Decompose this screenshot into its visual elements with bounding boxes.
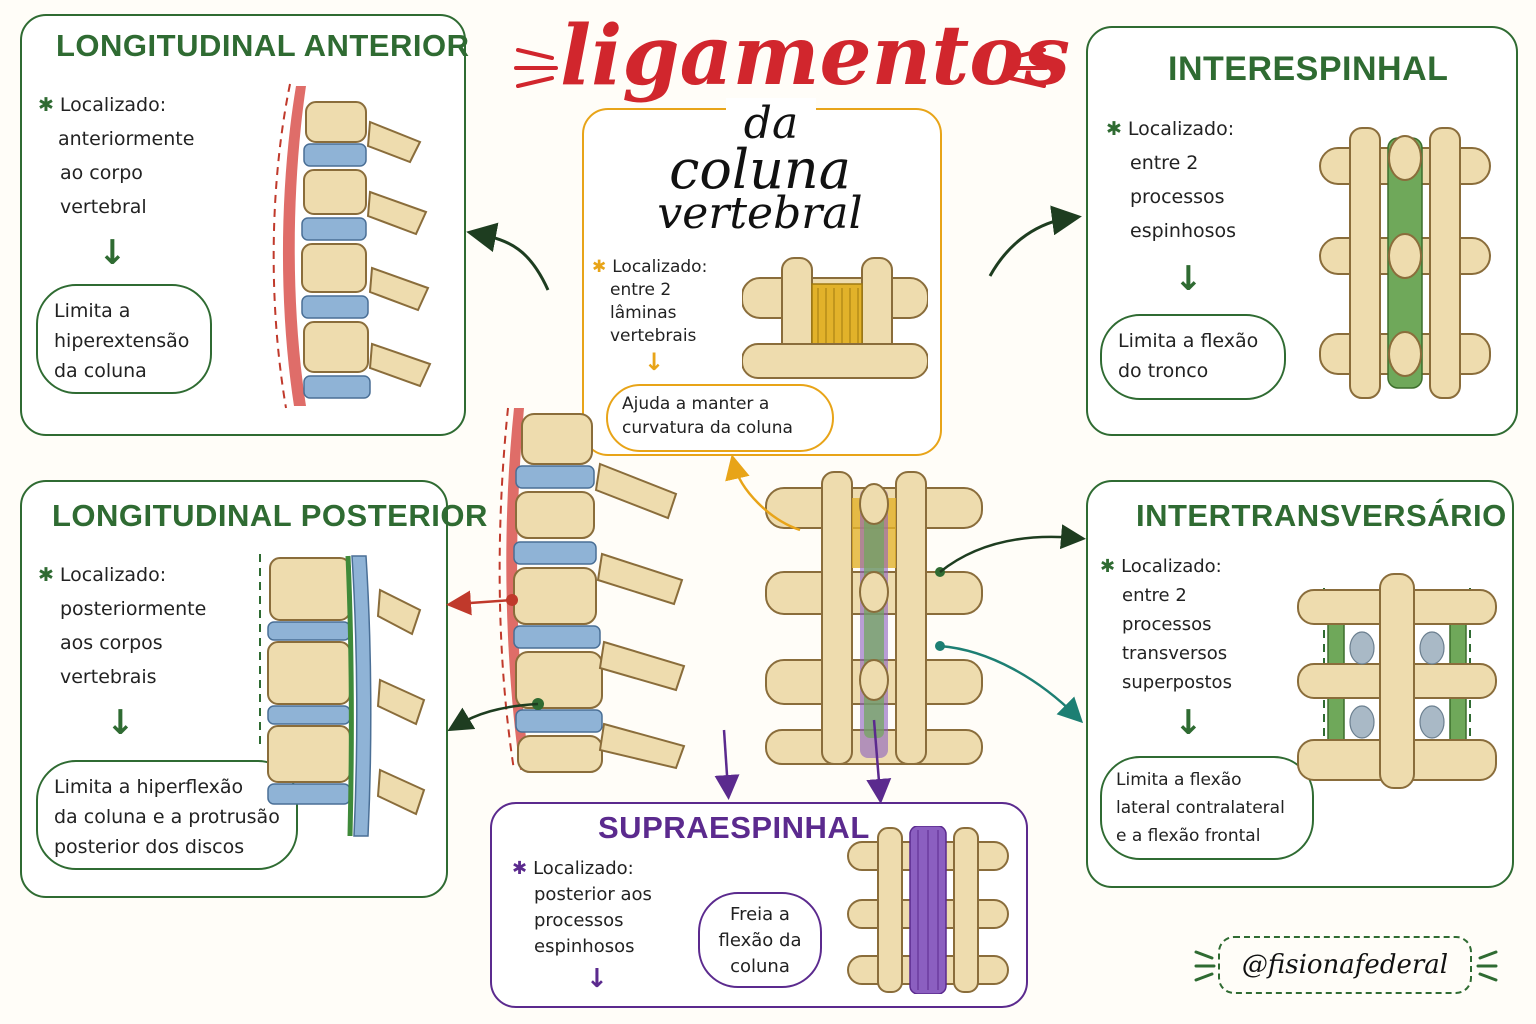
handle-dash-right-icon — [1476, 950, 1498, 982]
supraespinhal-loc-1: posterior aos — [534, 884, 652, 905]
amarelo-loc-2: lâminas — [610, 303, 677, 323]
supraespinhal-loc-label: Localizado: — [533, 858, 634, 879]
intertransversario-loc-1: entre 2 — [1122, 585, 1187, 606]
amarelo-loc-3: vertebrais — [610, 326, 697, 346]
asterisk-icon: ✱ — [1100, 556, 1116, 577]
interespinhal-effect-cloud: Limita a flexão do tronco — [1100, 314, 1286, 400]
arrow-down-icon: ↓ — [586, 964, 608, 994]
asterisk-icon: ✱ — [38, 564, 54, 586]
anterior-effect-2: hiperextensão — [54, 330, 190, 352]
intertransversario-effect-3: e a flexão frontal — [1116, 826, 1261, 846]
supraespinhal-loc-3: espinhosos — [534, 936, 635, 957]
spine-posterior-illustration — [765, 471, 983, 765]
main-title: ligamentos — [560, 8, 1071, 104]
interespinhal-effect-2: do tronco — [1118, 360, 1209, 382]
intertransversario-title: INTERTRANSVERSÁRIO — [1136, 498, 1507, 533]
intertransversario-effect-2: lateral contralateral — [1116, 798, 1285, 818]
posterior-effect-2: da coluna e a protrusão — [54, 806, 280, 828]
posterior-effect-1: Limita a hiperflexão — [54, 776, 244, 798]
interespinhal-loc-3: espinhosos — [1130, 220, 1237, 242]
subtitle-vertebral: vertebral — [657, 188, 863, 239]
supraespinhal-location: ✱Localizado: posterior aos processos esp… — [512, 856, 652, 960]
asterisk-icon: ✱ — [1106, 118, 1122, 140]
supraespinhal-effect-2: flexão da — [718, 930, 802, 951]
spine-lateral-illustration — [498, 407, 686, 773]
amarelo-location: ✱Localizado: entre 2 lâminas vertebrais — [592, 256, 707, 348]
supraespinhal-title: SUPRAESPINHAL — [598, 810, 870, 845]
title-dash-right-icon — [1004, 48, 1048, 88]
amarelo-effect-1: Ajuda a manter a — [622, 394, 770, 414]
anterior-location: ✱Localizado: anteriormente ao corpo vert… — [38, 88, 194, 224]
ligamento-amarelo-illustration — [742, 257, 928, 379]
anterior-loc-label: Localizado: — [59, 94, 167, 116]
interespinhal-title: INTERESPINHAL — [1168, 50, 1449, 88]
title-dash-left-icon — [514, 48, 558, 88]
anterior-loc-2: ao corpo — [60, 162, 143, 184]
anterior-effect-1: Limita a — [54, 300, 131, 322]
posterior-effect-cloud: Limita a hiperflexão da coluna e a protr… — [36, 760, 298, 870]
amarelo-loc-1: entre 2 — [610, 280, 672, 300]
interespinhal-loc-label: Localizado: — [1127, 118, 1235, 140]
intertransversario-effect-cloud: Limita a flexão lateral contralateral e … — [1100, 756, 1314, 860]
posterior-loc-1: posteriormente — [60, 598, 207, 620]
interespinhal-effect-1: Limita a flexão — [1118, 330, 1259, 352]
intertransversario-loc-4: superpostos — [1122, 672, 1232, 693]
interespinhal-loc-1: entre 2 — [1130, 152, 1199, 174]
interespinhal-location: ✱Localizado: entre 2 processos espinhoso… — [1106, 112, 1236, 248]
supraespinhal-effect-3: coluna — [730, 956, 790, 977]
intertransversario-loc-2: processos — [1122, 614, 1212, 635]
arrow-down-icon: ↓ — [1174, 259, 1203, 299]
asterisk-icon: ✱ — [512, 858, 528, 879]
amarelo-loc-label: Localizado: — [612, 257, 708, 277]
posterior-loc-label: Localizado: — [59, 564, 167, 586]
arrow-down-icon: ↓ — [106, 703, 135, 743]
posterior-title: LONGITUDINAL POSTERIOR — [52, 498, 488, 533]
asterisk-icon: ✱ — [592, 257, 607, 277]
ligamento-posterior-illustration — [259, 554, 426, 837]
anterior-effect-cloud: Limita a hiperextensão da coluna — [36, 284, 212, 394]
supraespinhal-effect-1: Freia a — [730, 904, 790, 925]
amarelo-effect-2: curvatura da coluna — [622, 418, 793, 438]
intertransversario-loc-3: transversos — [1122, 643, 1228, 664]
supraespinhal-loc-2: processos — [534, 910, 624, 931]
posterior-effect-3: posterior dos discos — [54, 836, 245, 858]
subtitle-da: da — [726, 98, 816, 149]
anterior-loc-1: anteriormente — [58, 128, 195, 150]
posterior-loc-2: aos corpos — [60, 632, 163, 654]
ligamento-interespinhal-illustration — [1319, 127, 1491, 399]
supraespinhal-effect-cloud: Freia a flexão da coluna — [698, 892, 822, 988]
posterior-location: ✱Localizado: posteriormente aos corpos v… — [38, 558, 206, 694]
ligamento-supraespinhal-illustration — [847, 826, 1009, 994]
amarelo-effect-cloud: Ajuda a manter a curvatura da coluna — [606, 384, 834, 452]
posterior-loc-3: vertebrais — [60, 666, 157, 688]
subtitle-coluna: coluna — [669, 138, 851, 201]
instagram-handle: @fisionafederal — [1218, 936, 1472, 994]
anterior-title: LONGITUDINAL ANTERIOR — [56, 28, 470, 63]
intertransversario-effect-1: Limita a flexão — [1116, 770, 1242, 790]
handle-dash-left-icon — [1194, 950, 1216, 982]
arrow-down-icon: ↓ — [1174, 703, 1203, 743]
anterior-loc-3: vertebral — [60, 196, 147, 218]
intertransversario-location: ✱Localizado: entre 2 processos transvers… — [1100, 552, 1232, 697]
ligamento-anterior-illustration — [272, 83, 432, 409]
asterisk-icon: ✱ — [38, 94, 54, 116]
intertransversario-loc-label: Localizado: — [1121, 556, 1222, 577]
interespinhal-loc-2: processos — [1130, 186, 1225, 208]
ligamento-intertransversario-illustration — [1297, 573, 1497, 789]
arrow-down-icon: ↓ — [98, 233, 127, 273]
arrow-down-icon: ↓ — [644, 348, 665, 376]
anterior-effect-3: da coluna — [54, 360, 147, 382]
